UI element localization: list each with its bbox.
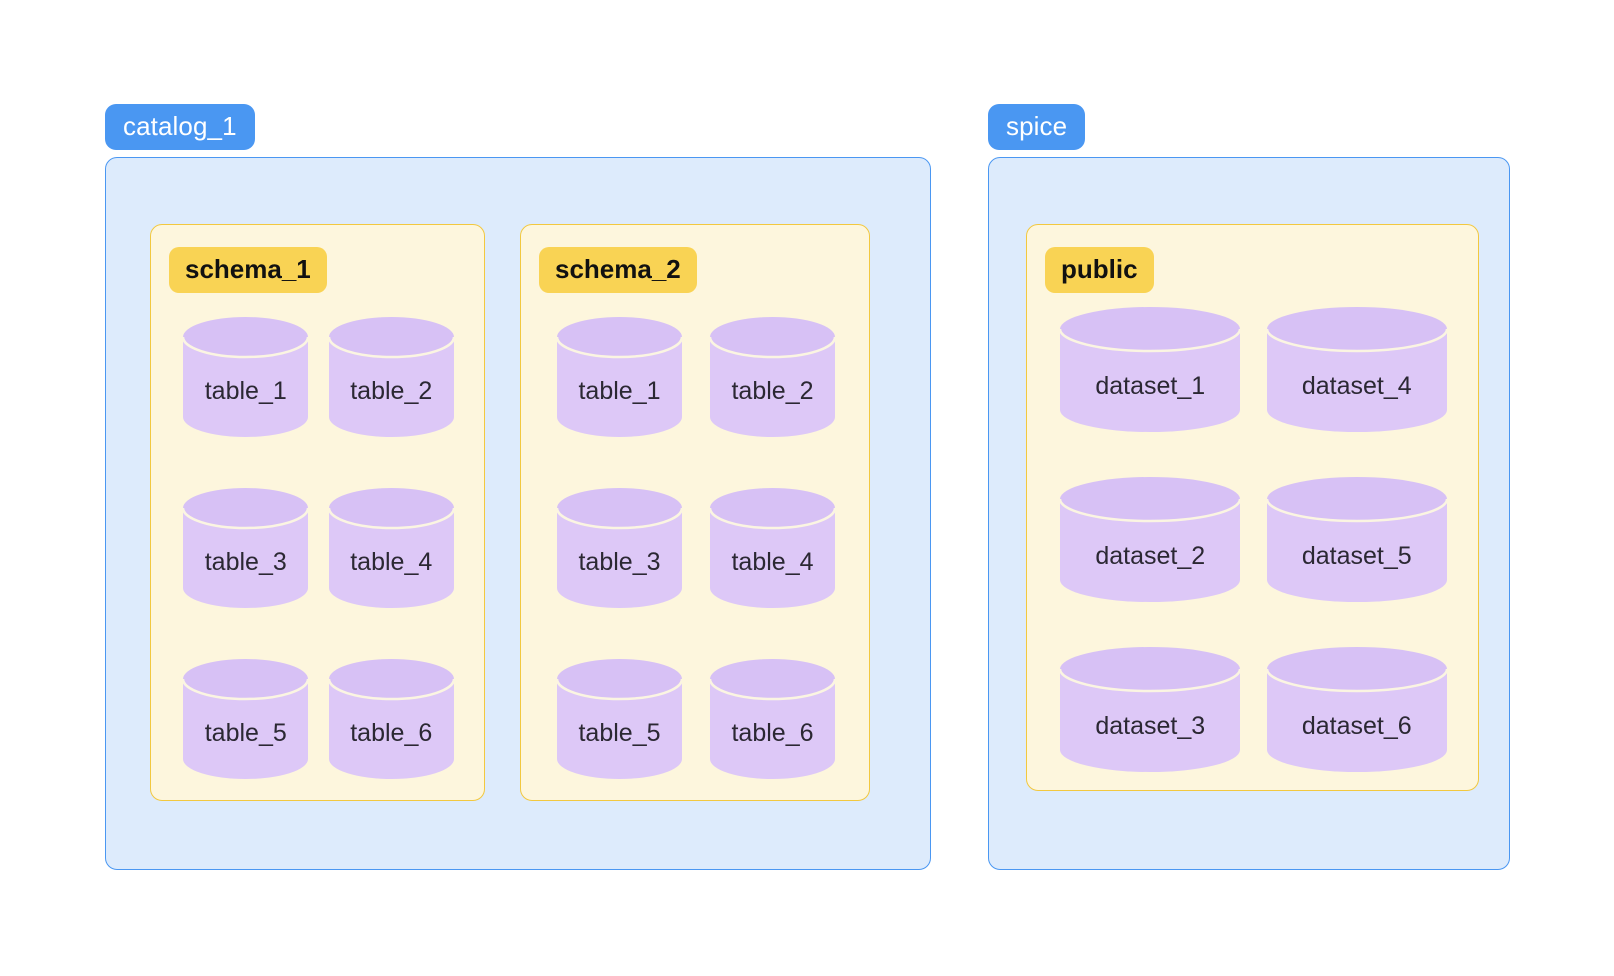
cylinder-label: table_5 <box>204 719 287 747</box>
cylinder-label: table_1 <box>578 377 661 405</box>
cylinder-label: dataset_2 <box>1095 542 1206 570</box>
table-cylinder[interactable]: table_5 <box>557 659 682 779</box>
cylinder-label: dataset_3 <box>1095 712 1206 740</box>
database-cylinder-icon <box>710 317 835 437</box>
dataset-cylinder[interactable]: dataset_4 <box>1266 307 1447 432</box>
cylinder-label: table_2 <box>350 377 433 405</box>
database-cylinder-icon <box>328 317 454 437</box>
cylinder-label: table_3 <box>204 548 287 576</box>
cylinder-label: dataset_1 <box>1095 372 1206 400</box>
object-grid-public: dataset_1 dataset_4 <box>1027 307 1480 817</box>
table-cylinder[interactable]: table_2 <box>710 317 835 437</box>
dataset-cylinder[interactable]: dataset_2 <box>1060 477 1241 602</box>
schema-panel-schema_2: schema_2 table_1 <box>520 224 870 801</box>
dataset-cylinder[interactable]: dataset_1 <box>1060 307 1241 432</box>
database-cylinder-icon <box>183 317 309 437</box>
database-cylinder-icon <box>183 488 309 608</box>
database-cylinder-icon <box>710 659 835 779</box>
dataset-cylinder[interactable]: dataset_5 <box>1266 477 1447 602</box>
schema-badge[interactable]: schema_2 <box>539 247 697 293</box>
cylinder-label: dataset_5 <box>1301 542 1412 570</box>
database-cylinder-icon <box>1266 307 1447 432</box>
object-grid-schema_2: table_1 table_2 <box>521 317 871 830</box>
cylinder-label: dataset_6 <box>1301 712 1412 740</box>
catalog-group-catalog_1: catalog_1 schema_1 table_1 <box>105 104 931 870</box>
cylinder-label: table_5 <box>578 719 661 747</box>
cylinder-label: table_4 <box>350 548 433 576</box>
database-cylinder-icon <box>557 659 682 779</box>
table-cylinder[interactable]: table_5 <box>183 659 309 779</box>
cylinder-label: table_6 <box>731 719 814 747</box>
table-cylinder[interactable]: table_1 <box>183 317 309 437</box>
database-cylinder-icon <box>557 488 682 608</box>
database-cylinder-icon <box>557 317 682 437</box>
schema-badge[interactable]: schema_1 <box>169 247 327 293</box>
table-cylinder[interactable]: table_4 <box>710 488 835 608</box>
database-cylinder-icon <box>183 659 309 779</box>
schema-panel-schema_1: schema_1 table_1 <box>150 224 485 801</box>
table-cylinder[interactable]: table_6 <box>710 659 835 779</box>
database-cylinder-icon <box>1060 477 1241 602</box>
database-cylinder-icon <box>328 488 454 608</box>
database-cylinder-icon <box>1266 477 1447 602</box>
cylinder-label: dataset_4 <box>1301 372 1412 400</box>
dataset-cylinder[interactable]: dataset_3 <box>1060 647 1241 772</box>
database-cylinder-icon <box>1060 307 1241 432</box>
database-cylinder-icon <box>710 488 835 608</box>
table-cylinder[interactable]: table_1 <box>557 317 682 437</box>
catalog-group-spice: spice public dataset_1 <box>988 104 1510 870</box>
cylinder-label: table_1 <box>204 377 287 405</box>
table-cylinder[interactable]: table_6 <box>328 659 454 779</box>
object-grid-schema_1: table_1 table_2 <box>151 317 486 830</box>
catalog-body: public dataset_1 <box>988 157 1510 870</box>
cylinder-label: table_3 <box>578 548 661 576</box>
database-cylinder-icon <box>1266 647 1447 772</box>
catalog-badge[interactable]: catalog_1 <box>105 104 255 150</box>
database-cylinder-icon <box>1060 647 1241 772</box>
table-cylinder[interactable]: table_4 <box>328 488 454 608</box>
schema-panel-public: public dataset_1 <box>1026 224 1479 791</box>
cylinder-label: table_2 <box>731 377 814 405</box>
catalog-body: schema_1 table_1 <box>105 157 931 870</box>
cylinder-label: table_6 <box>350 719 433 747</box>
table-cylinder[interactable]: table_2 <box>328 317 454 437</box>
cylinder-label: table_4 <box>731 548 814 576</box>
dataset-cylinder[interactable]: dataset_6 <box>1266 647 1447 772</box>
database-cylinder-icon <box>328 659 454 779</box>
schema-badge[interactable]: public <box>1045 247 1154 293</box>
table-cylinder[interactable]: table_3 <box>183 488 309 608</box>
table-cylinder[interactable]: table_3 <box>557 488 682 608</box>
catalog-badge[interactable]: spice <box>988 104 1086 150</box>
